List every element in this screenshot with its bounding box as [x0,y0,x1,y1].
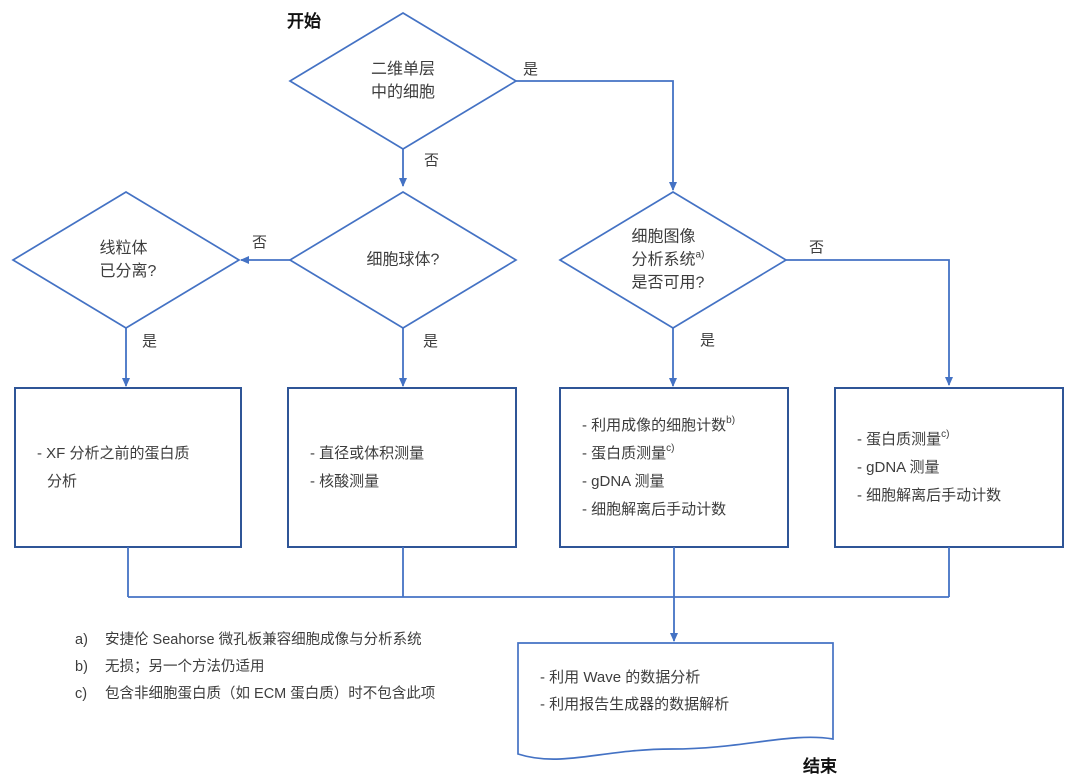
end-label: 结束 [803,757,837,776]
edge-d4-no-right [786,259,953,386]
decision-cell-spheroid-label: 细胞球体? [366,251,440,269]
document-wave-analysis-label: - 利用 Wave 的数据分析 - 利用报告生成器的数据解析 [540,669,730,713]
start-label: 开始 [287,12,321,31]
label-yes-d1-right: 是 [523,61,539,78]
footnote-a: a) 安捷伦 Seahorse 微孔板兼容细胞成像与分析系统 [75,632,422,648]
edge-d1-yes-right [516,80,677,191]
footnotes: a) 安捷伦 Seahorse 微孔板兼容细胞成像与分析系统 b) 无损；另一个… [75,627,435,708]
superscript-c: c) [666,442,675,454]
superscript-a: a) [695,249,705,261]
decision-imaging-system-available-label: 细胞图像 分析系统a) 是否可用? [631,228,705,292]
process-diameter-volume-shape [287,387,517,548]
footnote-b: b) 无损；另一个方法仍适用 [75,659,265,675]
label-no-d3-left: 否 [252,234,268,251]
superscript-b: b) [726,414,736,426]
process-protein-gdna-manual-label: - 蛋白质测量c) - gDNA 测量 - 细胞解离后手动计数 [857,428,1002,504]
label-no-d1-down: 否 [424,152,440,169]
process-imaging-count-label: - 利用成像的细胞计数b) - 蛋白质测量c) - gDNA 测量 - 细胞解离… [582,414,736,518]
decision-mitochondria-isolated-label: 线粒体 已分离? [99,240,157,280]
process-protein-gdna-manual-shape [834,387,1064,548]
label-yes-d3-down: 是 [423,333,439,350]
process-imaging-count-shape [559,387,789,548]
label-yes-d2-down: 是 [142,333,158,350]
process-diameter-volume-label: - 直径或体积测量 - 核酸测量 [310,444,425,490]
process-protein-before-xf-label: - XF 分析之前的蛋白质 分析 [37,444,190,490]
label-yes-d4-down: 是 [700,332,716,349]
document-wave-analysis-shape [517,642,834,760]
footnote-c: c) 包含非细胞蛋白质（如 ECM 蛋白质）时不包含此项 [75,686,436,702]
label-no-d4-right: 否 [809,239,825,256]
process-protein-before-xf-shape [14,387,242,548]
superscript-c: c) [941,428,950,440]
decision-2d-monolayer-label: 二维单层 中的细胞 [370,61,436,101]
